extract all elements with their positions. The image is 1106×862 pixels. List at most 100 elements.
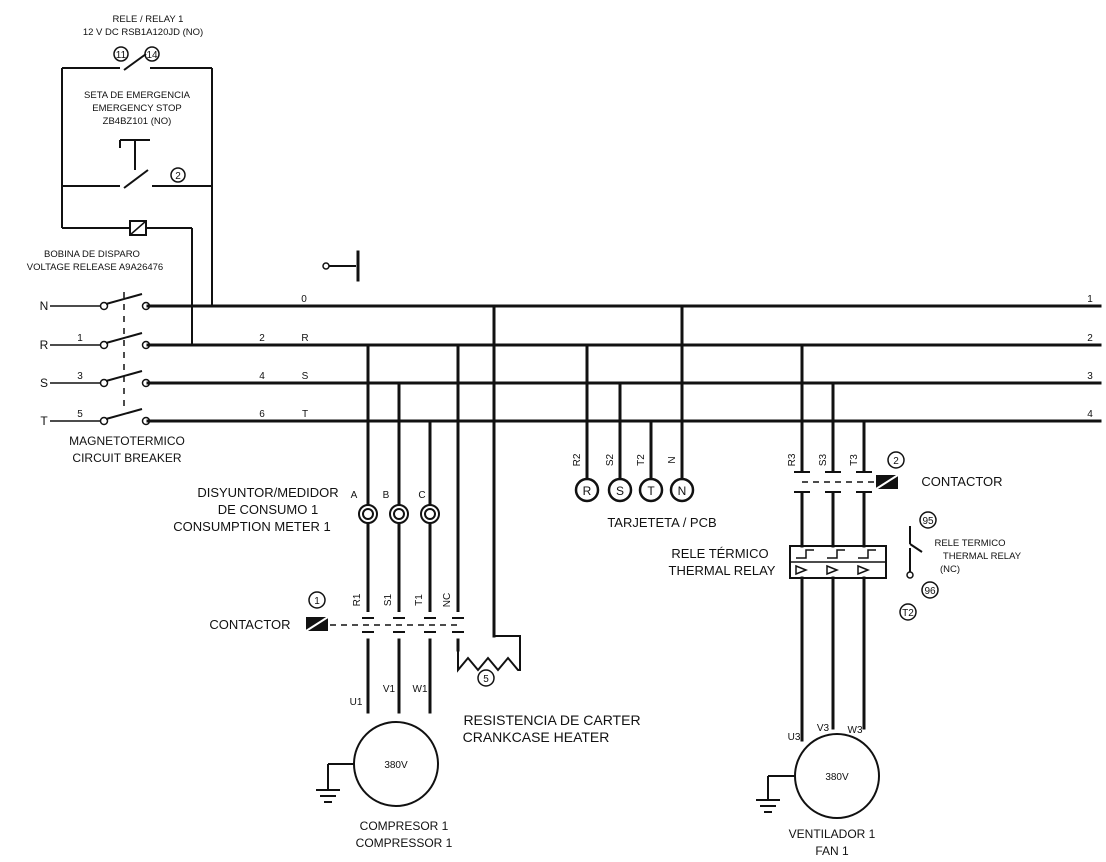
bus-tag-t: T bbox=[302, 409, 308, 420]
compressor-line1: COMPRESOR 1 bbox=[360, 819, 449, 833]
relay-title: RELE / RELAY 1 bbox=[113, 14, 184, 25]
heater-badge bbox=[477, 669, 495, 687]
fan-branch: R3 S3 T3 2 CONTACTOR RELE TÉRMICO bbox=[669, 343, 1022, 858]
meter-line2: DE CONSUMO 1 bbox=[218, 502, 318, 517]
bus-tag-r: R bbox=[301, 333, 308, 344]
bus-out-0: 0 bbox=[301, 294, 307, 305]
thermal-nc-line3: (NC) bbox=[940, 564, 960, 575]
fan-line1: VENTILADOR 1 bbox=[789, 827, 876, 841]
consumption-meter-icon bbox=[358, 504, 440, 524]
thermal-nc-line1: RELE TERMICO bbox=[934, 538, 1005, 549]
release-line1: BOBINA DE DISPARO bbox=[44, 249, 140, 260]
c2-term-t3: T3 bbox=[849, 454, 860, 466]
svg-text:S: S bbox=[616, 484, 624, 498]
meter-phase-a: A bbox=[351, 490, 358, 501]
c2-term-r3: R3 bbox=[787, 453, 798, 466]
svg-text:T: T bbox=[647, 484, 655, 498]
c2-badge bbox=[887, 451, 905, 469]
bus-out-4: 4 bbox=[259, 371, 265, 382]
bus-label-t: T bbox=[40, 414, 48, 428]
fan-term-v3: V3 bbox=[817, 723, 830, 734]
c2-term-s3: S3 bbox=[818, 453, 829, 466]
c2-label: CONTACTOR bbox=[921, 474, 1002, 489]
thermal-relay-icon bbox=[789, 545, 887, 579]
thermal-pin-t2 bbox=[899, 603, 917, 621]
thermal-nc-contact-icon bbox=[906, 526, 923, 579]
pcb-term-t2: T2 bbox=[636, 454, 647, 466]
comp-term-u1: U1 bbox=[350, 697, 363, 708]
pcb-label: TARJETETA / PCB bbox=[607, 515, 716, 530]
estop-badge bbox=[170, 167, 186, 183]
thermal-nc-line2: THERMAL RELAY bbox=[943, 551, 1022, 562]
bus-in-3: 3 bbox=[77, 371, 83, 382]
svg-text:N: N bbox=[678, 484, 687, 498]
meter-phase-b: B bbox=[383, 490, 390, 501]
thermal-line2: THERMAL RELAY bbox=[669, 563, 776, 578]
bus-out-6: 6 bbox=[259, 409, 265, 420]
pcb-term-s2: S2 bbox=[605, 453, 616, 466]
release-line2: VOLTAGE RELEASE A9A26476 bbox=[27, 262, 163, 273]
thermal-pin-96 bbox=[921, 581, 939, 599]
c1-badge bbox=[308, 591, 326, 609]
thermal-line1: RELE TÉRMICO bbox=[671, 546, 768, 561]
svg-text:2: 2 bbox=[175, 171, 181, 182]
pcb-term-r2: R2 bbox=[572, 453, 583, 466]
c1-term-nc: NC bbox=[442, 593, 453, 607]
main-bus: N R S T 1 3 5 0 2 4 6 R S T 1 2 3 4 MAGN… bbox=[40, 292, 1102, 465]
pcb-circle-s bbox=[607, 477, 633, 503]
c1-label: CONTACTOR bbox=[209, 617, 290, 632]
c1-term-t1: T1 bbox=[414, 594, 425, 606]
svg-text:T2: T2 bbox=[902, 608, 914, 619]
svg-text:11: 11 bbox=[116, 50, 127, 61]
svg-text:2: 2 bbox=[893, 456, 899, 467]
pcb-circle-t bbox=[638, 477, 664, 503]
meter-line1: DISYUNTOR/MEDIDOR bbox=[197, 485, 338, 500]
c1-term-s1: S1 bbox=[383, 593, 394, 606]
meter-line3: CONSUMPTION METER 1 bbox=[173, 519, 330, 534]
estop-line1: SETA DE EMERGENCIA bbox=[84, 90, 191, 101]
c1-term-r1: R1 bbox=[352, 593, 363, 606]
pcb-circle-n bbox=[669, 477, 695, 503]
estop-line3: ZB4BZ101 (NO) bbox=[103, 116, 172, 127]
bus-right-1: 1 bbox=[1087, 294, 1093, 305]
bus-in-1: 1 bbox=[77, 333, 83, 344]
svg-text:R: R bbox=[583, 484, 592, 498]
crankcase-heater-icon bbox=[457, 635, 521, 673]
comp-term-w1: W1 bbox=[413, 684, 428, 695]
fan-voltage: 380V bbox=[825, 772, 849, 783]
compressor-line2: COMPRESSOR 1 bbox=[356, 836, 453, 850]
emergency-stop-icon bbox=[62, 139, 212, 189]
circuit-breaker-icon bbox=[99, 292, 151, 426]
svg-text:14: 14 bbox=[146, 50, 158, 61]
svg-text:96: 96 bbox=[924, 586, 936, 597]
fan-term-w3: W3 bbox=[848, 725, 863, 736]
meter-phase-c: C bbox=[418, 490, 425, 501]
bus-label-s: S bbox=[40, 376, 48, 390]
svg-text:5: 5 bbox=[483, 674, 489, 685]
ground-icon bbox=[316, 763, 354, 803]
fan-ground-icon bbox=[756, 775, 795, 813]
relay-block: RELE / RELAY 1 12 V DC RSB1A120JD (NO) 1… bbox=[27, 14, 213, 345]
bus-tag-s: S bbox=[302, 371, 309, 382]
compressor-branch: DISYUNTOR/MEDIDOR DE CONSUMO 1 CONSUMPTI… bbox=[173, 304, 641, 850]
comp-term-v1: V1 bbox=[383, 684, 396, 695]
relay-spec: 12 V DC RSB1A120JD (NO) bbox=[83, 27, 203, 38]
relay-pin-11 bbox=[113, 46, 129, 62]
fan-line2: FAN 1 bbox=[815, 844, 849, 858]
bus-out-2: 2 bbox=[259, 333, 265, 344]
pcb-branch: R2 S2 T2 N R S T N TARJETETA / PCB bbox=[572, 304, 717, 530]
thermal-pin-95 bbox=[919, 511, 937, 529]
pcb-circle-r bbox=[574, 477, 600, 503]
fan-term-u3: U3 bbox=[788, 732, 801, 743]
breaker-line2: CIRCUIT BREAKER bbox=[72, 451, 181, 465]
contactor-1-icon bbox=[305, 612, 466, 640]
bus-label-n: N bbox=[40, 299, 49, 313]
pcb-term-n: N bbox=[667, 456, 678, 463]
svg-text:95: 95 bbox=[922, 516, 934, 527]
bus-label-r: R bbox=[40, 338, 49, 352]
contactor-2-icon bbox=[794, 471, 899, 493]
heater-line2: CRANKCASE HEATER bbox=[463, 729, 610, 745]
bus-right-3: 3 bbox=[1087, 371, 1093, 382]
breaker-line1: MAGNETOTERMICO bbox=[69, 434, 185, 448]
heater-line1: RESISTENCIA DE CARTER bbox=[463, 712, 640, 728]
